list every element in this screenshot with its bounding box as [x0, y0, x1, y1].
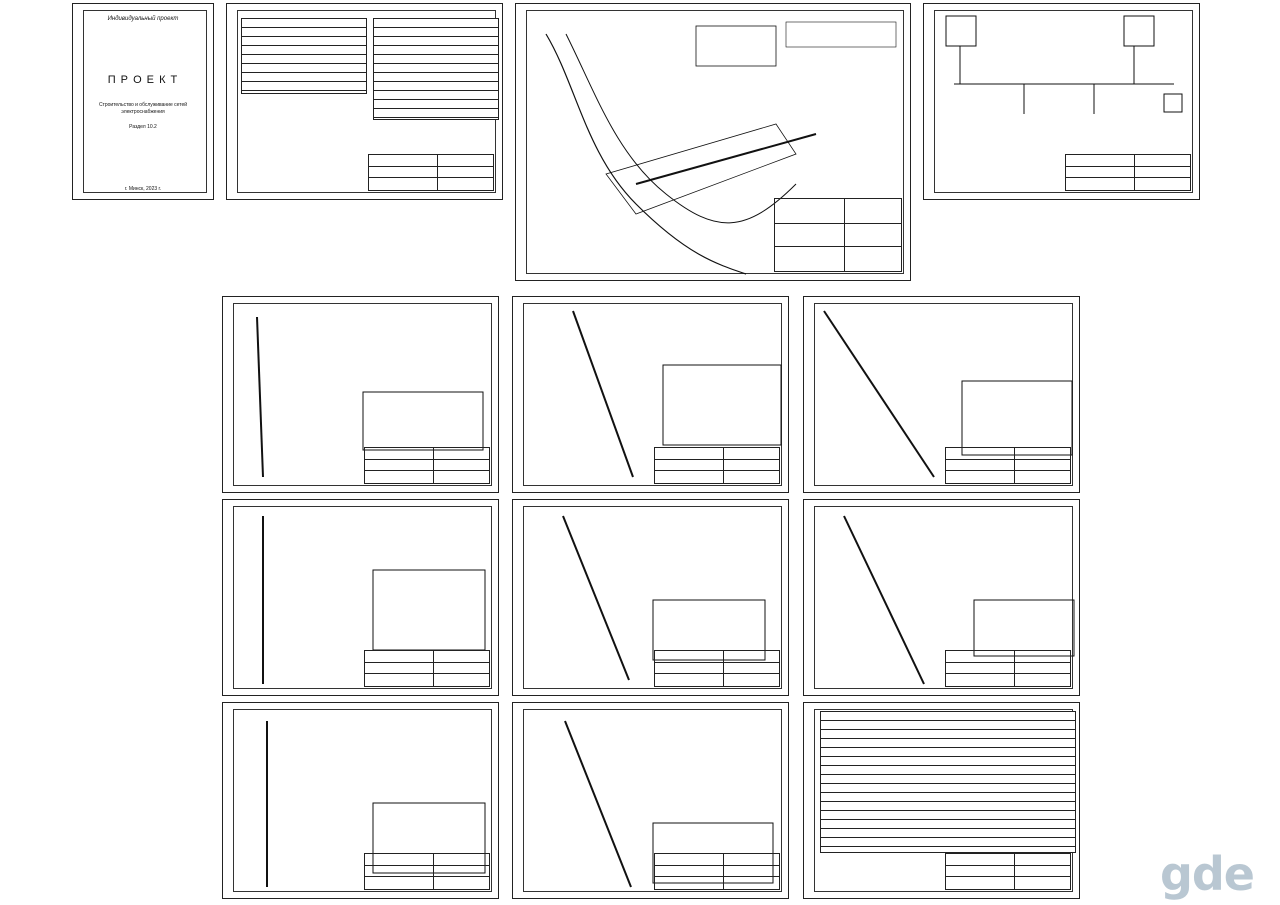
sheet-frame	[233, 709, 492, 892]
title-block	[945, 446, 1071, 484]
sheet-frame	[814, 506, 1073, 689]
schematic-sheet	[923, 3, 1200, 200]
title-block	[1065, 153, 1191, 191]
sheet-frame	[233, 506, 492, 689]
pole-drawing	[572, 310, 782, 478]
contents-sheet	[226, 3, 503, 200]
pole-sheet-8	[512, 702, 789, 899]
title-block	[945, 649, 1071, 687]
title-block	[364, 649, 490, 687]
cover-section: Раздел 10.2	[129, 124, 157, 130]
title-block	[364, 446, 490, 484]
cover-title: П Р О Е К Т	[107, 74, 179, 86]
pole-sheet-1	[222, 296, 499, 493]
site-plan-sheet	[515, 3, 911, 281]
title-block	[773, 198, 902, 272]
pole-sheet-5	[512, 499, 789, 696]
cover-frame	[83, 10, 207, 193]
specification-sheet	[803, 702, 1080, 899]
contents-table-right	[373, 18, 499, 120]
title-block	[654, 446, 780, 484]
title-block	[945, 852, 1071, 890]
cover-header: Индивидуальный проект	[107, 16, 179, 22]
cover-footer: г. Минск, 2023 г.	[124, 186, 162, 192]
title-block	[654, 649, 780, 687]
title-block	[654, 852, 780, 890]
contents-table-left	[241, 18, 367, 94]
pole-sheet-4	[222, 499, 499, 696]
pole-sheet-6	[803, 499, 1080, 696]
site-plan-drawing	[545, 21, 897, 275]
watermark-logo: gde	[1159, 847, 1255, 901]
sheet-frame	[523, 709, 782, 892]
cover-description: Строительство и обслуживание сетей элект…	[98, 102, 188, 115]
pole-sheet-3	[803, 296, 1080, 493]
pole-sheet-7	[222, 702, 499, 899]
title-block	[364, 852, 490, 890]
pole-sheet-2	[512, 296, 789, 493]
specification-table	[820, 711, 1076, 853]
schematic-drawing	[945, 15, 1183, 114]
sheet-frame	[934, 10, 1193, 193]
sheet-frame	[526, 10, 904, 274]
cover-sheet: Индивидуальный проект П Р О Е К Т Строит…	[72, 3, 214, 200]
title-block	[368, 153, 494, 191]
sheet-frame	[233, 303, 492, 486]
sheet-frame	[523, 506, 782, 689]
